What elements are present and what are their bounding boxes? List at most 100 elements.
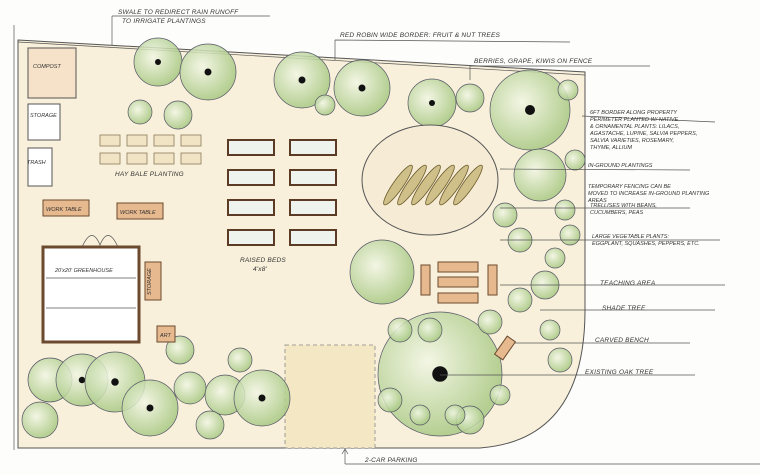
compost-box [27, 47, 77, 99]
teaching-bench [437, 292, 479, 304]
parking-strip [284, 344, 376, 449]
tree-trunk-icon [155, 59, 161, 65]
hay-bale [180, 134, 202, 147]
work-table-2 [116, 202, 164, 220]
raised-beds-size-label: 4'x8' [253, 266, 268, 273]
tree-trunk-icon [432, 366, 448, 382]
tree-icon [559, 224, 581, 246]
trash-box [27, 147, 53, 187]
swale-label-2: TO IRRIGATE PLANTINGS [122, 18, 206, 25]
storage-label: STORAGE [30, 113, 57, 119]
hay-bale-label: HAY BALE PLANTING [115, 171, 184, 178]
label-line: 6FT BORDER ALONG PROPERTY [590, 110, 677, 116]
trellis-row [397, 164, 427, 206]
tree-icon [173, 371, 207, 405]
compost-label: COMPOST [33, 64, 61, 70]
label-line: & ORNAMENTAL PLANTS: LILACS, [590, 124, 679, 130]
tree-icon [127, 99, 153, 125]
teaching-bench [437, 276, 479, 288]
tree-icon [377, 387, 403, 413]
raised-bed [227, 199, 275, 216]
oak-tree-label: EXISTING OAK TREE [585, 369, 654, 376]
tree-trunk-icon [78, 376, 86, 384]
raised-bed [289, 139, 337, 156]
carved-bench-label: CARVED BENCH [595, 337, 649, 344]
raised-beds-label: RAISED BEDS [240, 257, 286, 264]
tree-trunk-icon [358, 84, 366, 92]
trees [21, 37, 586, 440]
tree-icon [492, 202, 518, 228]
tree-icon [554, 199, 576, 221]
in-ground-label: IN-GROUND PLANTINGS [588, 163, 653, 169]
tree-icon [547, 347, 573, 373]
tree-icon [195, 410, 225, 440]
tree-icon [387, 317, 413, 343]
tree-icon [507, 287, 533, 313]
tree-icon [21, 401, 59, 439]
tree-icon [349, 239, 415, 305]
label-line: AGASTACHE, LUPINE, SALVIA PEPPERS, [589, 131, 697, 137]
raised-bed [227, 229, 275, 246]
tree-icon [513, 148, 567, 202]
border-label: RED ROBIN WIDE BORDER: FRUIT & NUT TREES [340, 32, 501, 39]
label-line: LARGE VEGETABLE PLANTS: [592, 234, 669, 240]
work-table-2-label: WORK TABLE [120, 210, 156, 216]
tree-trunk-icon [429, 100, 435, 106]
tree-icon [489, 384, 511, 406]
storage-box [27, 103, 61, 141]
trash-label: TRASH [27, 160, 46, 166]
hay-bale [153, 152, 175, 165]
greenhouse-door [81, 235, 119, 248]
label-line: PERIMETER PLANTED W/ NATIVE [590, 117, 679, 123]
teaching-bench [487, 264, 498, 296]
tree-icon [165, 335, 195, 365]
tree-trunk-icon [525, 105, 535, 115]
teaching-area-label: TEACHING AREA [600, 280, 655, 287]
label-line: MOVED TO INCREASE IN-GROUND PLANTING [588, 191, 710, 197]
tree-trunk-icon [146, 404, 154, 412]
tree-trunk-icon [111, 378, 119, 386]
hay-bale [126, 152, 148, 165]
tree-icon [227, 347, 253, 373]
hay-bale [99, 152, 121, 165]
teaching-bench [420, 264, 431, 296]
storage-2-label: STORAGE [147, 268, 153, 295]
greenhouse-label: 20'x20' GREENHOUSE [54, 268, 113, 274]
label-line: SALVIA VARIETIES, ROSEMARY, [590, 138, 674, 144]
tree-trunk-icon [258, 394, 266, 402]
storage-2-box [144, 261, 162, 301]
work-table-1-label: WORK TABLE [46, 207, 82, 213]
raised-bed [289, 169, 337, 186]
large-vegetable-label: LARGE VEGETABLE PLANTS:EGGPLANT, SQUASHE… [592, 234, 700, 247]
raised-bed [227, 169, 275, 186]
tree-icon [444, 404, 466, 426]
small-box [156, 325, 176, 343]
tree-icon [455, 83, 485, 113]
tree-trunk-icon [204, 68, 212, 76]
hay-bale [126, 134, 148, 147]
shade-tree-label: SHADE TREE [602, 305, 646, 312]
tree-icon [314, 94, 336, 116]
trellis-row [425, 164, 455, 206]
hay-bale-plantings [99, 134, 202, 165]
tree-icon [564, 149, 586, 171]
trellises-label: TRELLISES WITH BEANS,CUCUMBERS, PEAS [590, 203, 657, 216]
parking-label: 2-CAR PARKING [364, 457, 418, 464]
trellis-row [383, 164, 413, 206]
hay-bale [180, 152, 202, 165]
label-line: EGGPLANT, SQUASHES, PEPPERS, ETC. [592, 241, 700, 247]
trellis-row [453, 164, 483, 206]
raised-bed [227, 139, 275, 156]
tree-icon [163, 100, 193, 130]
label-line: TEMPORARY FENCING CAN BE [588, 184, 671, 190]
greenhouse [41, 245, 141, 344]
tree-icon [477, 309, 503, 335]
small-box-label: ART [159, 333, 172, 339]
berries-label: BERRIES, GRAPE, KIWIS ON FENCE [474, 58, 593, 65]
swale-label: SWALE TO REDIRECT RAIN RUNOFF [118, 9, 239, 16]
hay-bale [99, 134, 121, 147]
